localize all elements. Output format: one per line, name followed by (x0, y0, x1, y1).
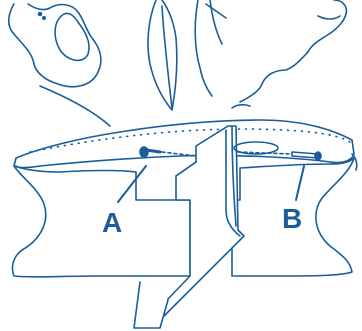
callout-label-a: A (102, 207, 122, 238)
leaf-foliage-center (147, 0, 227, 111)
leaf-foliage-right (231, 0, 348, 109)
center-divider-panel (147, 125, 245, 321)
callout-label-b: B (282, 203, 302, 234)
leader-lines (117, 165, 305, 203)
dowel-slot (233, 141, 279, 155)
screw (139, 146, 197, 158)
leaf-foliage-left (7, 3, 111, 127)
right-support-leg (231, 157, 355, 277)
left-support-leg (11, 165, 191, 278)
bottom-foot (133, 281, 169, 329)
wooden-dowel (237, 151, 322, 161)
